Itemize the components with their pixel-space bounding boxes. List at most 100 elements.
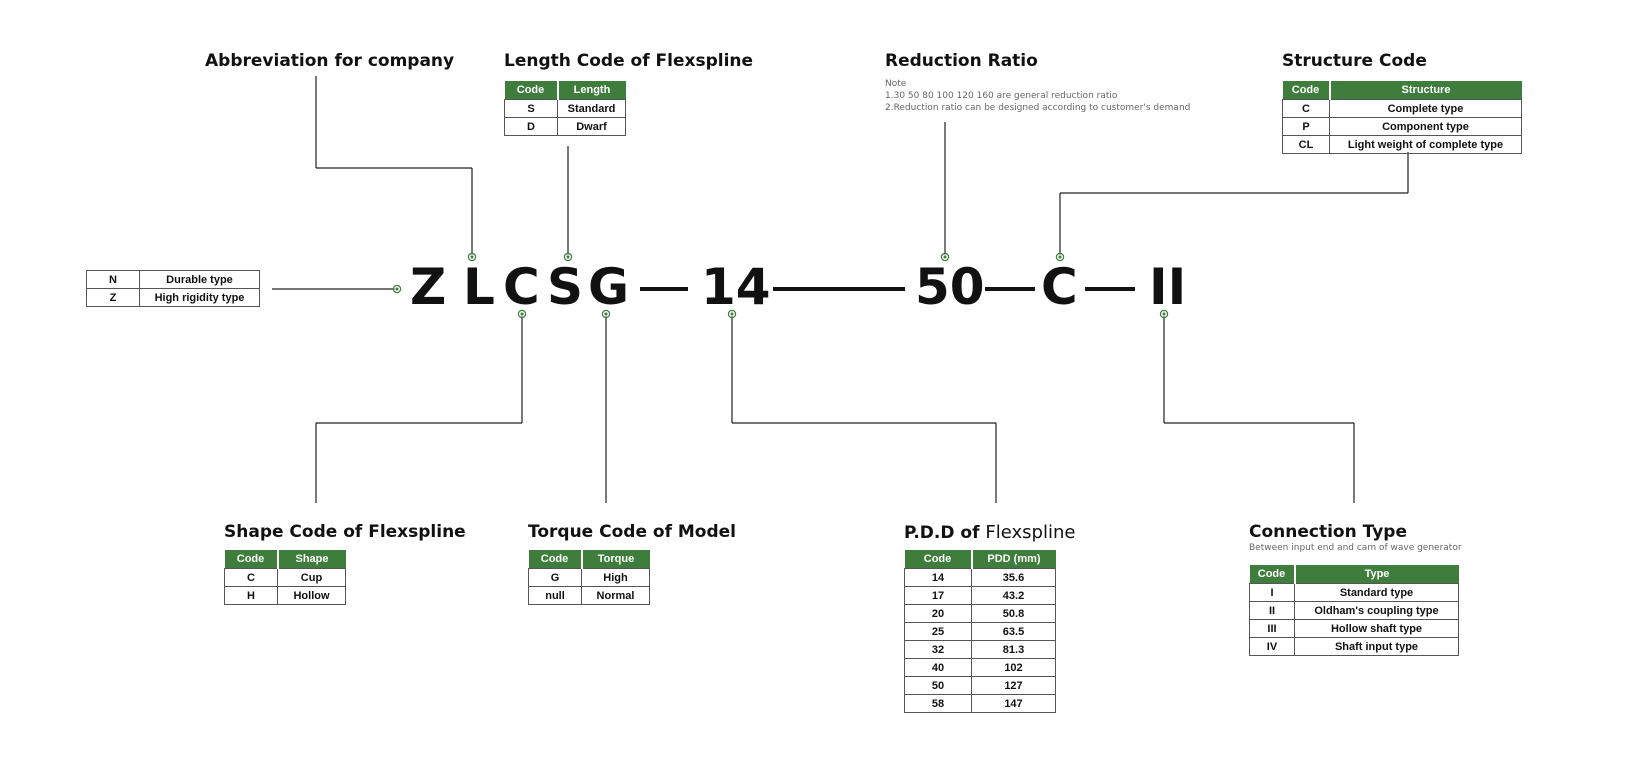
length-code-table: Code Length S Standard D Dwarf [504,81,626,136]
table-cell-code: C [224,568,278,587]
table-row: IV Shaft input type [1249,637,1459,656]
table-cell-desc: Oldham's coupling type [1294,601,1459,620]
table-cell-desc: Hollow shaft type [1294,619,1459,638]
pdd-title: P.D.D of Flexspline [904,522,1075,543]
table-header-cell: Code [904,550,973,569]
table-cell-code: C [1282,99,1330,118]
structure-code-table: Code Structure C Complete type P Compone… [1282,81,1522,154]
table-header-cell: Torque [581,550,650,569]
table-row: I Standard type [1249,583,1459,602]
length-code-title: Length Code of Flexspline [504,51,754,71]
table-cell-code: null [528,586,582,605]
table-row: 32 81.3 [904,640,1056,659]
note-line: 1.30 50 80 100 120 160 are general reduc… [885,91,1118,101]
table-header-row: Code Shape [224,550,346,569]
table-cell-code: 32 [904,640,972,659]
pdd-table: Code PDD (mm) 14 35.6 17 43.2 20 50.8 25… [904,550,1056,713]
table-header-cell: Code [528,550,583,569]
table-cell-code: I [1249,583,1295,602]
connection-type-title: Connection Type [1249,522,1407,542]
code-ratio-number: 50 [915,258,985,316]
table-row: II Oldham's coupling type [1249,601,1459,620]
code-connection-numeral: II [1149,258,1187,316]
pdd-title-suffix: Flexspline [985,522,1076,543]
table-cell-code: 20 [904,604,972,623]
table-cell-desc: Light weight of complete type [1329,135,1522,154]
table-cell-code: Z [86,288,140,307]
table-cell-desc: 127 [971,676,1056,695]
table-header-cell: Code [504,81,559,100]
pdd-title-prefix: P.D.D of [904,523,980,543]
note-line: 2.Reduction ratio can be designed accord… [885,103,1191,113]
table-cell-desc: High rigidity type [139,288,260,307]
code-dash [1085,287,1135,291]
table-cell-desc: 43.2 [971,586,1056,605]
table-header-cell: Length [557,81,626,100]
table-row: 14 35.6 [904,568,1056,587]
table-row: Z High rigidity type [86,288,260,307]
table-cell-desc: 35.6 [971,568,1056,587]
shape-code-title: Shape Code of Flexspline [224,522,466,542]
table-cell-desc: High [581,568,650,587]
table-header-row: Code Structure [1282,81,1522,100]
structure-code-title: Structure Code [1282,51,1427,71]
table-header-cell: Code [224,550,279,569]
table-row: P Component type [1282,117,1522,136]
table-cell-desc: 102 [971,658,1056,677]
table-cell-desc: Standard type [1294,583,1459,602]
table-row: 20 50.8 [904,604,1056,623]
table-cell-desc: 50.8 [971,604,1056,623]
code-size-number: 14 [701,258,771,316]
table-header-row: Code Length [504,81,626,100]
table-cell-desc: Dwarf [557,117,626,136]
torque-code-title: Torque Code of Model [528,522,737,542]
code-letter-g: G [588,258,630,316]
table-row: CL Light weight of complete type [1282,135,1522,154]
code-dash [773,287,905,291]
table-row: III Hollow shaft type [1249,619,1459,638]
shape-code-table: Code Shape C Cup H Hollow [224,550,346,605]
table-cell-code: P [1282,117,1330,136]
table-header-cell: PDD (mm) [971,550,1056,569]
code-letter-z: Z [410,258,447,316]
table-header-cell: Code [1249,565,1296,584]
reduction-ratio-note: Note 1.30 50 80 100 120 160 are general … [885,78,1190,114]
table-cell-code: 40 [904,658,972,677]
table-header-cell: Type [1294,565,1459,584]
table-header-cell: Shape [277,550,346,569]
table-row: G High [528,568,650,587]
type-code-table: N Durable type Z High rigidity type [86,270,260,307]
code-dash [640,287,688,291]
table-row: 58 147 [904,694,1056,713]
code-dash [985,287,1035,291]
table-cell-code: 25 [904,622,972,641]
table-header-row: Code Type [1249,565,1459,584]
table-cell-desc: Component type [1329,117,1522,136]
table-header-cell: Structure [1329,81,1522,100]
table-cell-desc: Durable type [139,270,260,289]
table-header-cell: Code [1282,81,1331,100]
table-cell-desc: Normal [581,586,650,605]
table-row: 25 63.5 [904,622,1056,641]
reduction-ratio-title: Reduction Ratio [885,51,1038,71]
table-cell-desc: Cup [277,568,346,587]
abbreviation-title: Abbreviation for company [205,51,455,71]
table-cell-code: 17 [904,586,972,605]
table-row: C Complete type [1282,99,1522,118]
table-cell-desc: 81.3 [971,640,1056,659]
table-cell-desc: 147 [971,694,1056,713]
table-cell-code: IV [1249,637,1295,656]
table-cell-code: III [1249,619,1295,638]
note-heading: Note [885,79,907,89]
connection-type-subtitle: Between input end and cam of wave genera… [1249,543,1462,553]
code-structure-letter: C [1041,258,1078,316]
table-row: D Dwarf [504,117,626,136]
table-cell-code: 58 [904,694,972,713]
code-letter-c: C [503,258,540,316]
table-cell-code: N [86,270,140,289]
table-row: 50 127 [904,676,1056,695]
table-row: N Durable type [86,270,260,289]
code-letter-l: L [463,258,495,316]
table-row: null Normal [528,586,650,605]
